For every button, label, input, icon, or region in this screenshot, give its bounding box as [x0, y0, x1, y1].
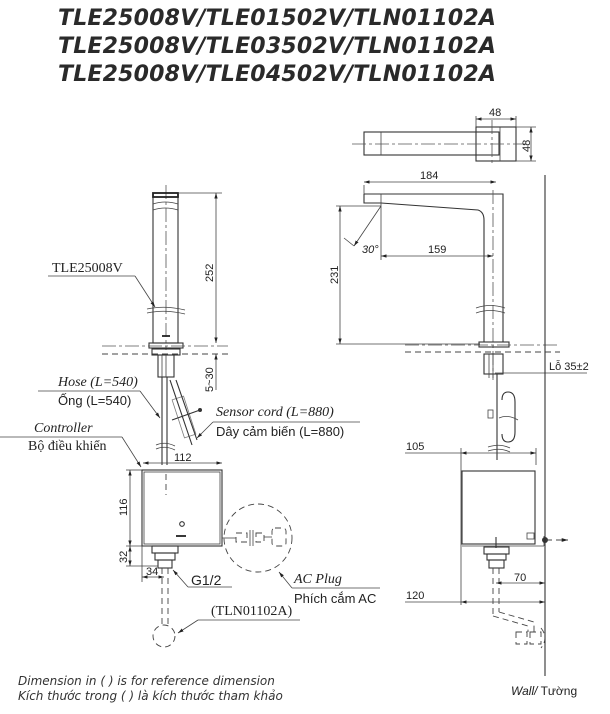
label-sensor-vi: Dây cảm biến (L=880) — [216, 424, 345, 439]
label-hole: Lỗ 35±2 — [549, 360, 589, 373]
dim-top-depth: 48 — [521, 140, 533, 152]
label-sensor-en: Sensor cord (L=880) — [216, 405, 334, 420]
dim-controller-width-front: 112 — [174, 452, 192, 464]
dim-outlet-offset: 34 — [146, 566, 158, 578]
dim-deck-thickness: 5~30 — [204, 367, 216, 392]
dim-side-height: 231 — [329, 266, 341, 284]
label-plug-vi: Phích cắm AC — [294, 591, 377, 606]
label-controller-vi: Bộ điều khiển — [28, 439, 107, 454]
note-vietnamese: Kích thước trong ( ) là kích thước tham … — [18, 689, 283, 703]
dim-top-width: 48 — [489, 107, 501, 119]
note-english: Dimension in ( ) is for reference dimens… — [18, 674, 275, 688]
label-valve-model: (TLN01102A) — [211, 604, 293, 619]
title-line-3: TLE25008V/TLE04502V/TLN01102A — [58, 62, 497, 87]
top-view: 48 48 — [352, 107, 536, 166]
dim-wall-to-outlet: 70 — [514, 572, 526, 584]
dim-wall-to-controller: 120 — [406, 590, 424, 602]
dim-outlet-height: 32 — [118, 551, 130, 563]
label-faucet-model: TLE25008V — [52, 261, 123, 276]
dim-spout-length: 184 — [420, 170, 438, 182]
label-wall: Wall/ Tường — [511, 684, 577, 698]
label-controller-en: Controller — [34, 421, 93, 436]
dim-controller-height: 116 — [118, 498, 130, 516]
dim-controller-width-side: 105 — [406, 441, 424, 453]
label-plug-en: AC Plug — [294, 572, 342, 587]
label-hose-en: Hose (L=540) — [58, 375, 138, 390]
dim-front-height: 252 — [204, 264, 216, 282]
front-view: 252 5~30 112 116 32 34 — [0, 185, 380, 648]
label-wall-en: Wall/ — [511, 684, 538, 698]
label-hose-vi: Ống (L=540) — [58, 393, 132, 408]
side-view: 184 30° 159 231 Lỗ 35±2 105 — [329, 170, 589, 676]
dim-spout-reach: 159 — [428, 244, 446, 256]
title-line-2: TLE25008V/TLE03502V/TLN01102A — [58, 34, 497, 59]
title-line-1: TLE25008V/TLE01502V/TLN01102A — [58, 6, 497, 31]
label-thread: G1/2 — [191, 572, 222, 588]
label-wall-vi: Tường — [537, 684, 578, 698]
dim-spout-angle: 30° — [362, 244, 379, 256]
